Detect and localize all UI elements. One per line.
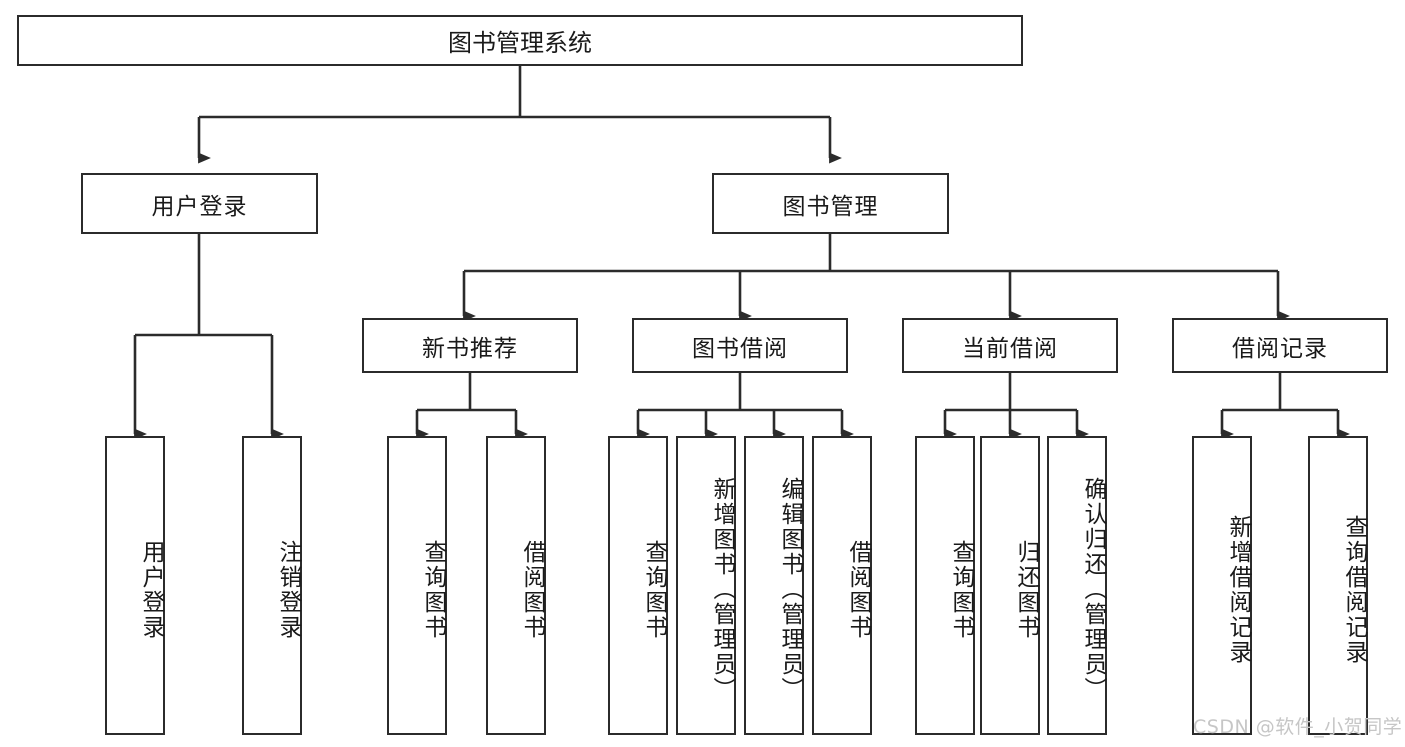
leaf-query-book-2-label: 查询图书 <box>641 539 667 640</box>
csdn-watermark: CSDN @软件_小贺同学 <box>1193 716 1403 738</box>
leaf-add-record-label: 新增借阅记录 <box>1225 514 1251 665</box>
node-new-book-rec[interactable]: 新书推荐 <box>362 318 578 373</box>
node-book-manage-label: 图书管理 <box>782 193 879 220</box>
node-borrow-record[interactable]: 借阅记录 <box>1172 318 1388 373</box>
leaf-query-book-3-label: 查询图书 <box>948 539 974 640</box>
node-current-borrow-label: 当前借阅 <box>962 335 1058 362</box>
leaf-borrow-book-2[interactable]: 借阅图书 <box>812 436 872 735</box>
leaf-borrow-book-2-label: 借阅图书 <box>845 539 871 640</box>
node-book-borrow[interactable]: 图书借阅 <box>632 318 848 373</box>
leaf-logout[interactable]: 注销登录 <box>242 436 302 735</box>
leaf-query-book-1-label: 查询图书 <box>420 539 446 640</box>
node-root-label: 图书管理系统 <box>448 29 592 57</box>
leaf-confirm-return-label: 确认归还（管理员） <box>1080 477 1106 702</box>
node-user-login[interactable]: 用户登录 <box>81 173 318 234</box>
leaf-add-record[interactable]: 新增借阅记录 <box>1192 436 1252 735</box>
leaf-edit-book-label: 编辑图书（管理员） <box>777 477 803 702</box>
node-book-manage[interactable]: 图书管理 <box>712 173 949 234</box>
leaf-confirm-return[interactable]: 确认归还（管理员） <box>1047 436 1107 735</box>
leaf-add-book-label: 新增图书（管理员） <box>709 477 735 702</box>
leaf-user-login-label: 用户登录 <box>138 539 164 640</box>
leaf-return-book-label: 归还图书 <box>1013 539 1039 640</box>
node-user-login-label: 用户登录 <box>151 193 248 220</box>
leaf-query-record-label: 查询借阅记录 <box>1341 514 1367 665</box>
node-root[interactable]: 图书管理系统 <box>17 15 1023 66</box>
leaf-borrow-book-1-label: 借阅图书 <box>519 539 545 640</box>
leaf-edit-book[interactable]: 编辑图书（管理员） <box>744 436 804 735</box>
leaf-return-book[interactable]: 归还图书 <box>980 436 1040 735</box>
node-borrow-record-label: 借阅记录 <box>1232 335 1328 362</box>
leaf-add-book[interactable]: 新增图书（管理员） <box>676 436 736 735</box>
leaf-query-book-3[interactable]: 查询图书 <box>915 436 975 735</box>
leaf-user-login[interactable]: 用户登录 <box>105 436 165 735</box>
node-new-book-rec-label: 新书推荐 <box>422 335 518 362</box>
leaf-query-record[interactable]: 查询借阅记录 <box>1308 436 1368 735</box>
leaf-query-book-2[interactable]: 查询图书 <box>608 436 668 735</box>
leaf-query-book-1[interactable]: 查询图书 <box>387 436 447 735</box>
node-book-borrow-label: 图书借阅 <box>692 335 788 362</box>
leaf-borrow-book-1[interactable]: 借阅图书 <box>486 436 546 735</box>
node-current-borrow[interactable]: 当前借阅 <box>902 318 1118 373</box>
leaf-logout-label: 注销登录 <box>275 539 301 640</box>
